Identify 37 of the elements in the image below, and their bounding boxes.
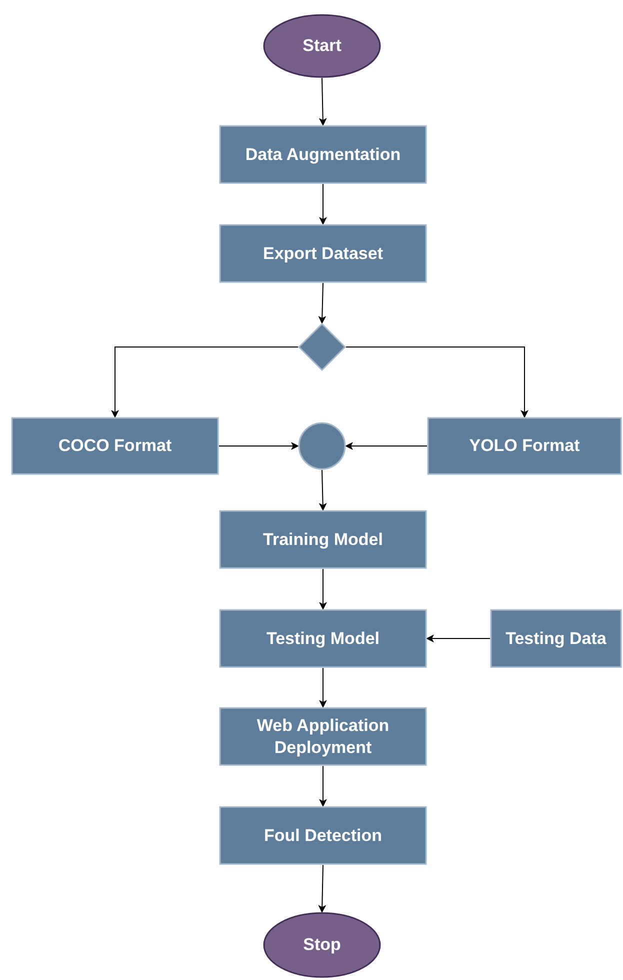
arrow [319, 568, 327, 610]
process-box [219, 609, 427, 668]
arrow [319, 766, 327, 807]
process-box [219, 224, 427, 283]
terminal-ellipse [263, 14, 381, 78]
process-box [11, 417, 219, 475]
arrow [318, 78, 327, 126]
node-label: Start [302, 35, 342, 57]
process-box [219, 806, 427, 865]
process-box [427, 417, 622, 475]
decision-diamond [298, 323, 346, 371]
process-box [219, 510, 427, 569]
arrow [111, 346, 298, 418]
connector-circle [298, 422, 346, 470]
node-label: Export Dataset [262, 242, 384, 264]
terminal-ellipse [263, 912, 381, 978]
arrow [318, 864, 326, 913]
arrow [318, 282, 326, 324]
arrow [318, 470, 327, 511]
node-label: YOLO Format [468, 435, 581, 457]
node-label: Web Application Deployment [256, 714, 390, 758]
arrow [346, 346, 528, 418]
arrow [345, 442, 428, 450]
arrow [319, 668, 327, 708]
process-box [219, 125, 427, 184]
node-label: Foul Detection [262, 824, 384, 846]
arrow [319, 184, 327, 225]
arrow [218, 442, 299, 450]
process-box [219, 707, 427, 766]
node-label: Testing Model [265, 628, 380, 650]
node-label: Stop [302, 934, 342, 956]
node-label: COCO Format [57, 435, 173, 457]
node-label: Training Model [262, 528, 384, 550]
node-label: Data Augmentation [244, 144, 402, 166]
process-box [490, 609, 622, 668]
arrow [426, 634, 490, 642]
node-label: Testing Data [504, 628, 608, 650]
